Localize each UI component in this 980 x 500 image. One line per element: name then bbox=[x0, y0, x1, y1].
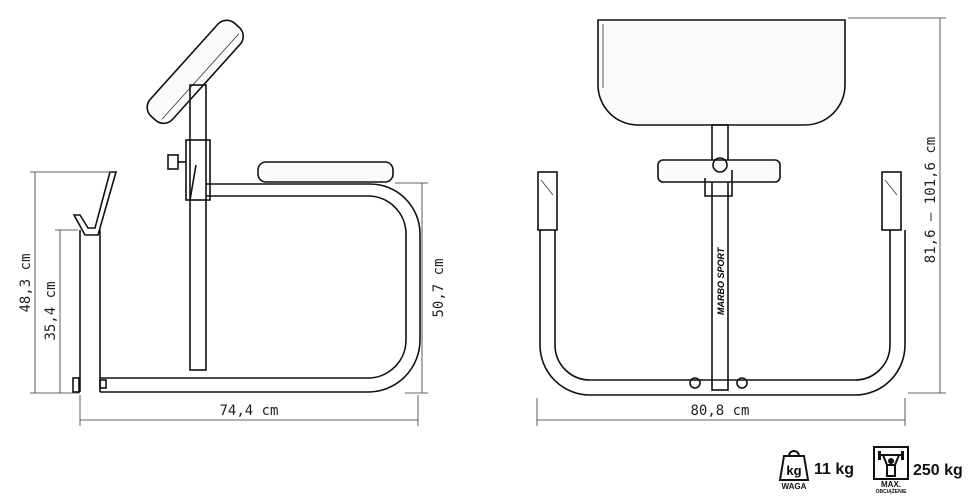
arm-pad-front bbox=[597, 19, 846, 126]
left-foot-holder bbox=[537, 171, 558, 231]
dim-width: 80,8 cm bbox=[690, 403, 749, 419]
brand-logo: MARBO SPORT bbox=[716, 246, 726, 315]
svg-text:kg: kg bbox=[786, 463, 801, 478]
weight-caption: WAGA bbox=[781, 482, 807, 491]
max-load-value: 250 kg bbox=[913, 461, 963, 479]
vertical-post bbox=[189, 84, 207, 371]
arm-pad bbox=[146, 19, 245, 125]
seat-pad-front bbox=[657, 159, 781, 183]
weight-value: 11 kg bbox=[814, 460, 855, 478]
dim-seat-height: 50,7 cm bbox=[431, 258, 447, 317]
weight-spec: kg WAGA 11 kg bbox=[778, 448, 854, 491]
right-foot-holder bbox=[881, 171, 902, 231]
front-view: MARBO SPORT 80,8 cm 81,6 – 101,6 cm bbox=[536, 17, 946, 426]
weightlifter-icon bbox=[873, 446, 909, 480]
dim-total-height: 48,3 cm bbox=[18, 253, 34, 312]
seat-pad bbox=[257, 161, 394, 183]
adjustment-knob bbox=[167, 154, 179, 170]
frame-loop bbox=[100, 183, 421, 393]
dim-arm-height: 35,4 cm bbox=[43, 281, 59, 340]
frame-u bbox=[539, 230, 906, 396]
max-load-caption: MAX. bbox=[881, 480, 901, 489]
foot-holder bbox=[72, 171, 118, 236]
max-load-caption-2: OBCIĄŻENIE bbox=[875, 489, 907, 495]
side-view: 48,3 cm 35,4 cm 50,7 cm 74,4 cm bbox=[18, 19, 447, 426]
dim-height-range: 81,6 – 101,6 cm bbox=[923, 137, 939, 263]
adjustment-knob bbox=[712, 157, 728, 173]
max-load-spec: MAX. OBCIĄŻENIE 250 kg bbox=[873, 446, 963, 495]
vertical-post bbox=[711, 124, 729, 391]
weight-icon: kg bbox=[778, 450, 810, 481]
dim-length: 74,4 cm bbox=[219, 403, 278, 419]
post-sleeve bbox=[185, 139, 211, 201]
